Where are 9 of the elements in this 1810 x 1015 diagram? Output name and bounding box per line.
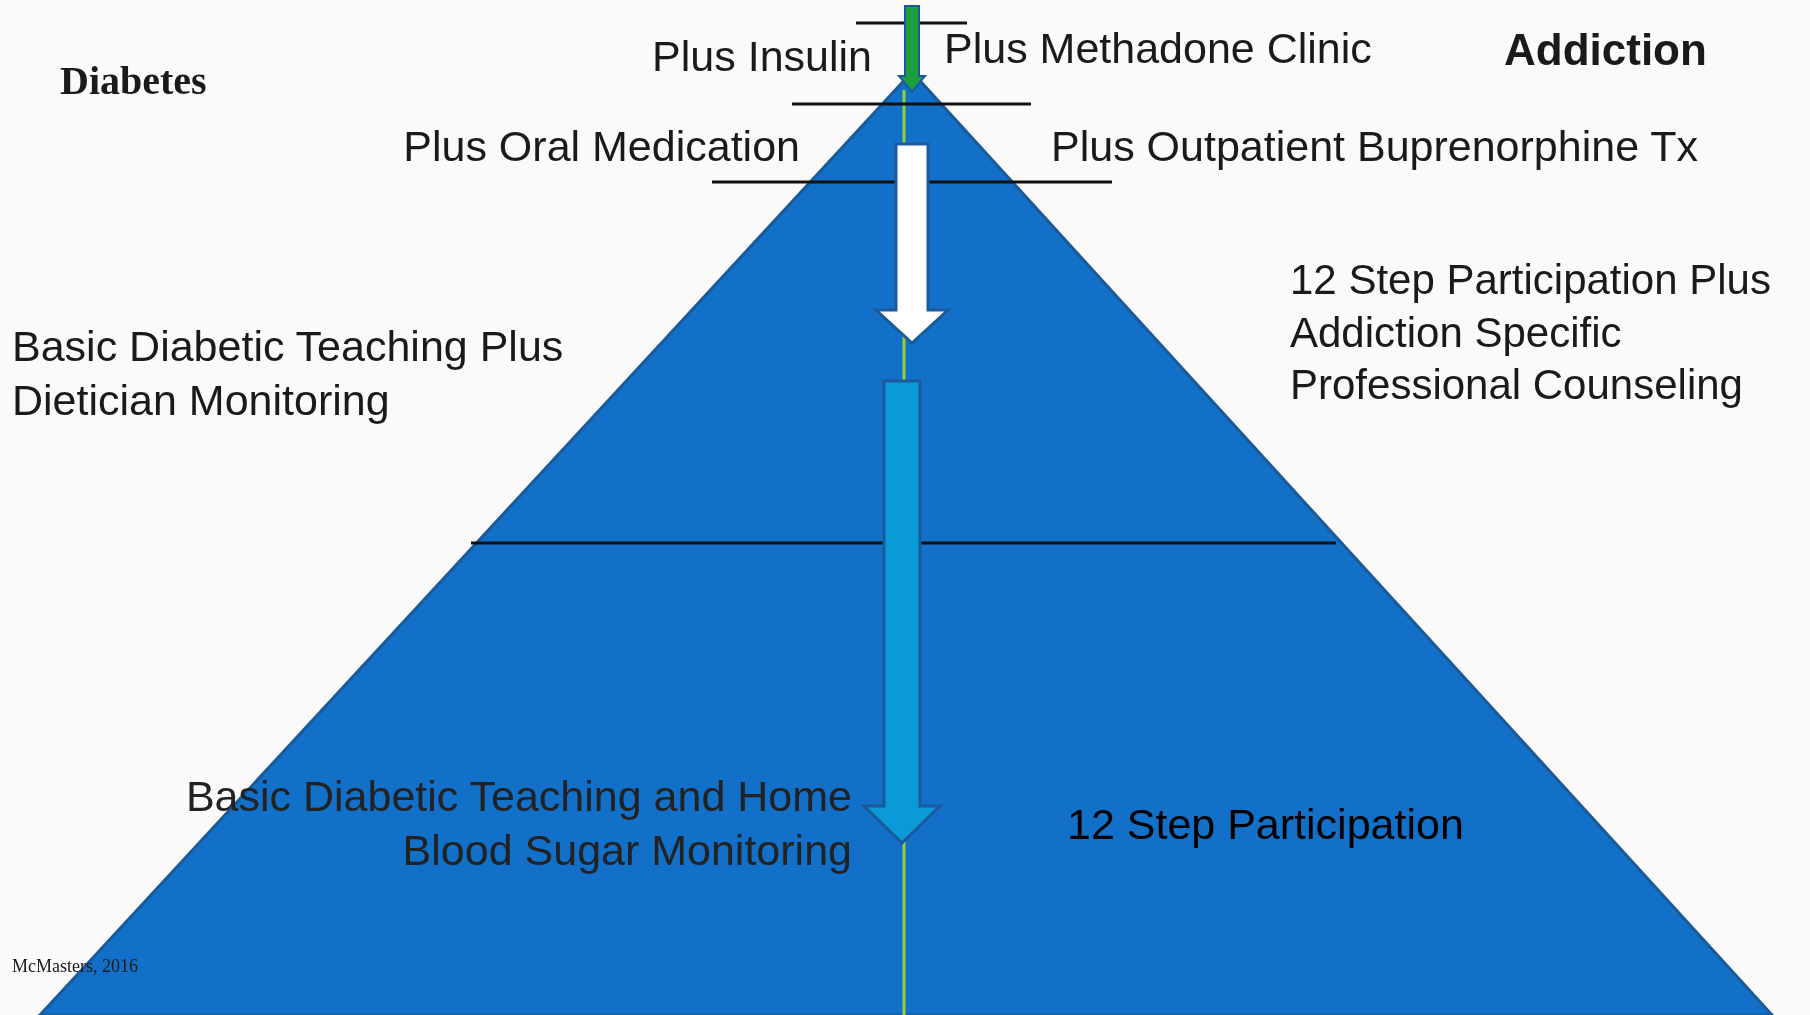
level-label: Plus Insulin <box>651 31 872 82</box>
level-label: Plus Outpatient Buprenorphine Tx <box>1051 121 1699 172</box>
level-label: 12 Step Participation Plus Addiction Specific Professional Counseling <box>1290 255 1772 410</box>
level-label: Plus Oral Medication <box>402 121 800 172</box>
column-heading: Addiction <box>1504 24 1708 76</box>
column-heading: Diabetes <box>60 57 208 105</box>
level-label: Plus Methadone Clinic <box>944 23 1373 74</box>
level-label: 12 Step Participation <box>1067 799 1465 850</box>
level-label: Basic Diabetic Teaching Plus Dietician Monitoring <box>12 321 565 426</box>
